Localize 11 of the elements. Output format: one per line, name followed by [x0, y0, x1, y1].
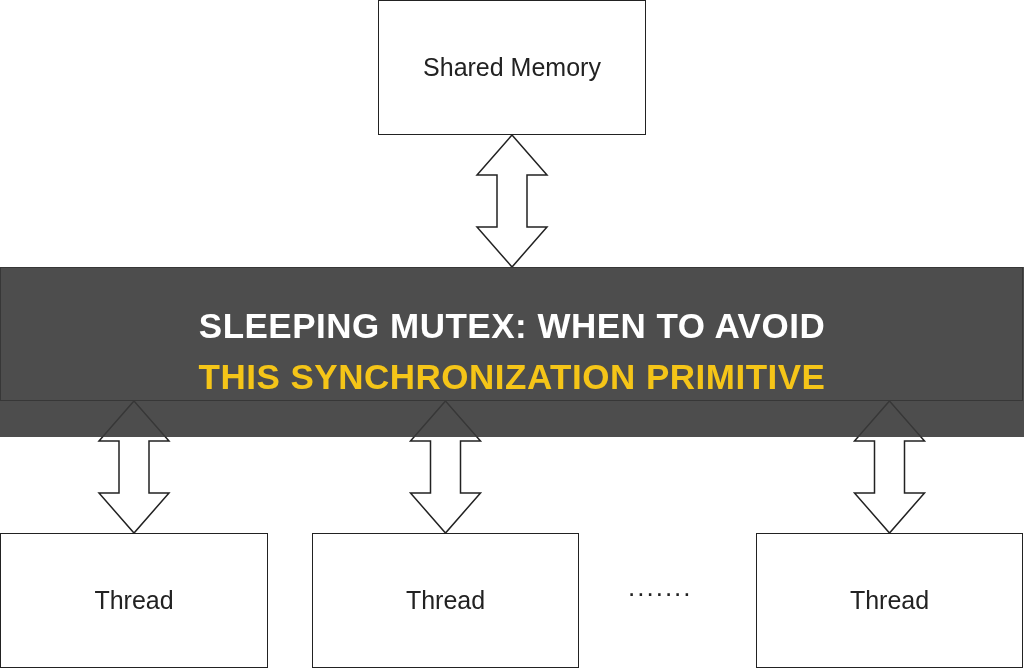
box-label: Thread — [94, 586, 174, 615]
double-arrow — [475, 133, 549, 269]
process-box — [378, 0, 646, 135]
title: SLEEPING MUTEX: WHEN TO AVOID THIS SYNCHRONIZATION PRIMITIVE — [198, 305, 826, 398]
box-label: Shared Memory — [423, 53, 601, 82]
box-label: Thread — [405, 586, 486, 615]
ellipsis-text: ....... — [628, 572, 693, 603]
process-box — [0, 533, 268, 668]
process-box — [312, 533, 579, 668]
box-label: Thread — [849, 586, 930, 615]
process-box — [756, 533, 1023, 668]
